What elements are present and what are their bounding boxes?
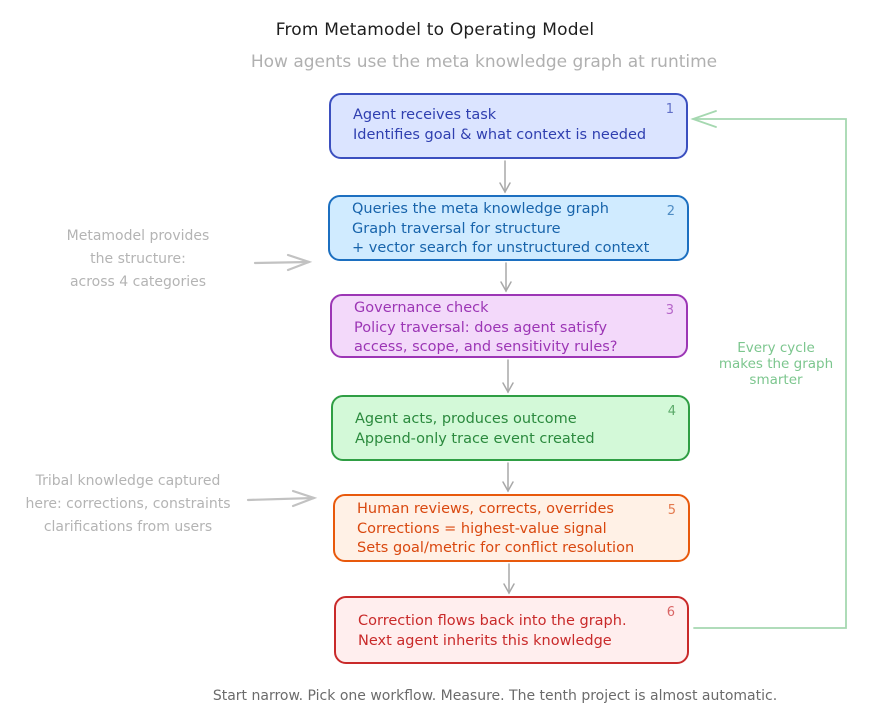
step-line: Append-only trace event created: [355, 430, 595, 447]
tribal-knowledge-annotation: Tribal knowledge captured here: correcti…: [8, 470, 248, 539]
step-line: Identifies goal & what context is needed: [353, 126, 647, 143]
annotation-line: Tribal knowledge captured: [35, 473, 221, 489]
annotation-line: clarifications from users: [43, 519, 213, 535]
arrow-step5-to-step6: [503, 563, 515, 595]
step-line: Corrections = highest-value signal: [357, 520, 607, 537]
step-number: 3: [665, 303, 674, 318]
step-2-box: 2 Queries the meta knowledge graph Graph…: [328, 195, 689, 261]
step-line: Next agent inherits this knowledge: [358, 632, 612, 649]
step-6-box: 6 Correction flows back into the graph. …: [334, 596, 689, 664]
annotation-line: smarter: [749, 372, 803, 388]
step-line: access, scope, and sensitivity rules?: [354, 339, 618, 355]
annotation-line: Metamodel provides: [66, 228, 210, 244]
annotation-line: here: corrections, constraints: [25, 496, 231, 512]
arrow-step2-to-step3: [500, 262, 512, 293]
annotation-line: makes the graph: [718, 356, 834, 372]
step-number: 2: [666, 204, 675, 219]
arrow-step4-to-step5: [502, 462, 514, 493]
step-number: 6: [666, 605, 675, 620]
step-line: Human reviews, corrects, overrides: [357, 501, 614, 517]
step-1-box: 1 Agent receives task Identifies goal & …: [329, 93, 688, 159]
step-line: Governance check: [354, 300, 489, 316]
feedback-loop-annotation: Every cycle makes the graph smarter: [706, 340, 846, 388]
step-line: Agent acts, produces outcome: [355, 411, 577, 427]
step-line: Graph traversal for structure: [352, 220, 561, 237]
step-4-box: 4 Agent acts, produces outcome Append-on…: [331, 395, 690, 461]
step-line: Queries the meta knowledge graph: [352, 201, 609, 217]
step-line: Policy traversal: does agent satisfy: [354, 319, 608, 336]
footer-caption: Start narrow. Pick one workflow. Measure…: [212, 688, 778, 704]
annotation-line: Every cycle: [737, 340, 815, 356]
step-3-box: 3 Governance check Policy traversal: doe…: [330, 294, 688, 358]
step-line: Agent receives task: [353, 107, 497, 123]
step-number: 5: [667, 503, 676, 518]
step-number: 1: [665, 102, 674, 117]
step-5-box: 5 Human reviews, corrects, overrides Cor…: [333, 494, 690, 562]
step-number: 4: [667, 404, 676, 419]
step-line: + vector search for unstructured context: [352, 240, 650, 256]
arrow-step1-to-step2: [499, 160, 511, 194]
diagram-title: From Metamodel to Operating Model: [275, 20, 595, 40]
step-line: Sets goal/metric for conflict resolution: [357, 540, 635, 556]
metamodel-annotation: Metamodel provides the structure: across…: [48, 225, 228, 294]
arrow-step3-to-step4: [502, 359, 514, 394]
diagram-subtitle: How agents use the meta knowledge graph …: [250, 52, 718, 72]
metamodel-pointer-arrow: [253, 253, 313, 272]
step-line: Correction flows back into the graph.: [358, 613, 627, 629]
annotation-line: the structure:: [90, 251, 186, 267]
tribal-pointer-arrow: [246, 489, 318, 508]
annotation-line: across 4 categories: [69, 274, 207, 290]
